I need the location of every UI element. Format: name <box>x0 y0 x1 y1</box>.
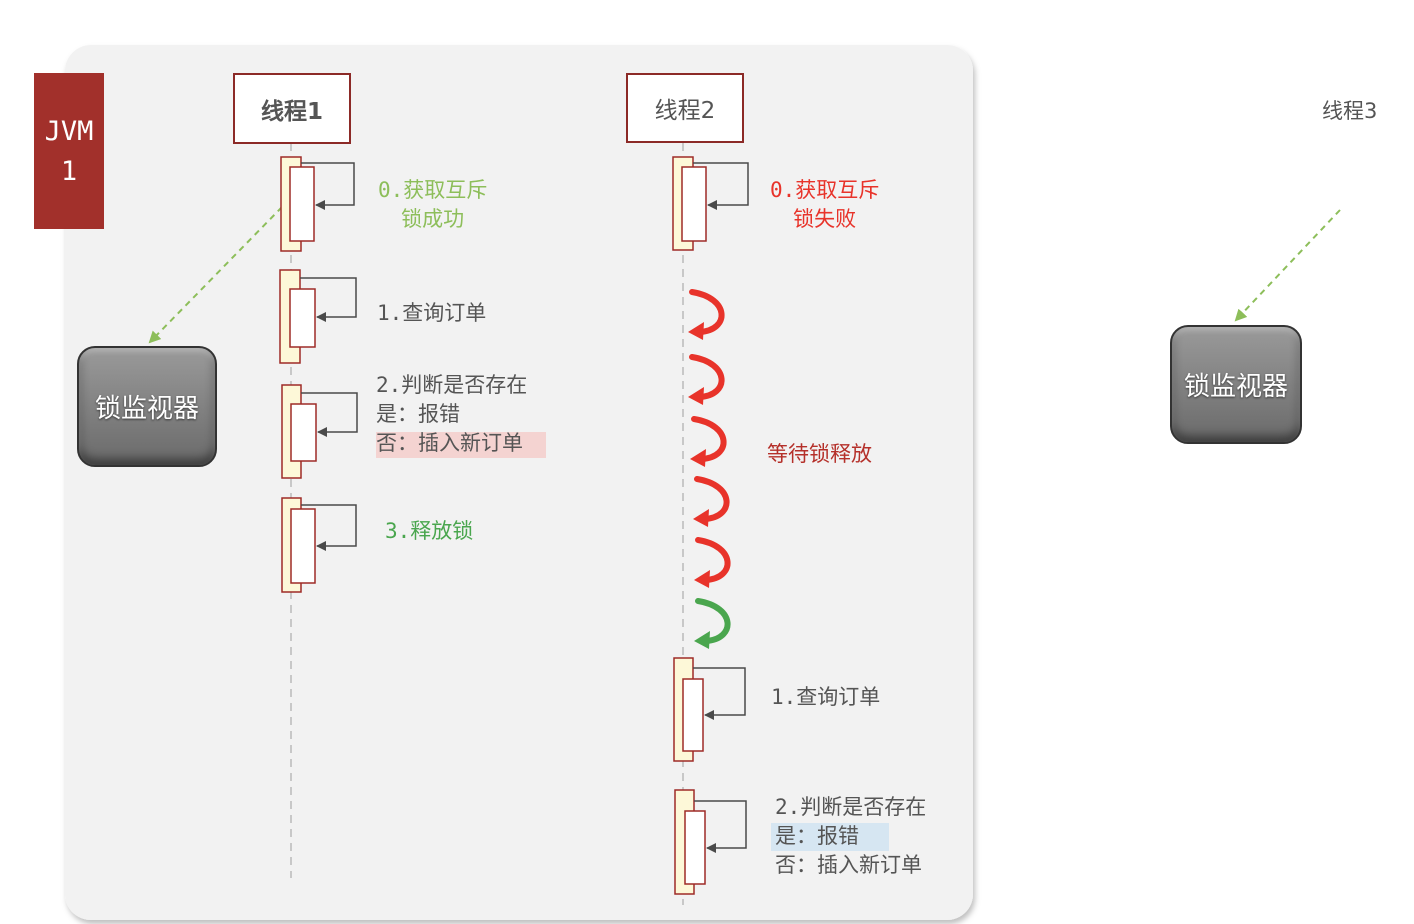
t1-judge-line3: 否：插入新订单 <box>376 431 523 455</box>
t1-judge-label: 2.判断是否存在 是：报错 否：插入新订单 <box>376 371 527 458</box>
t1-acquire-line2: 锁成功 <box>401 207 465 231</box>
spin-arrow-success <box>694 598 731 649</box>
t1-release-label: 3.释放锁 <box>385 519 474 543</box>
lock-monitor-left: 锁监视器 <box>77 346 217 467</box>
t1-query-label: 1.查询订单 <box>377 301 487 325</box>
thread1-title: 线程1 <box>260 98 323 125</box>
t2-activation-judge <box>674 789 747 895</box>
lock-monitor-right-label: 锁监视器 <box>1183 372 1288 402</box>
t2-acquire-label: 0.获取互斥 锁失败 <box>770 176 879 234</box>
t2-judge-label: 2.判断是否存在 是：报错 否：插入新订单 <box>775 793 926 880</box>
t1-activation-acquire <box>280 156 355 252</box>
thread2-title: 线程2 <box>654 98 716 124</box>
t2-activation-acquire <box>672 156 749 251</box>
t1-acquire-label: 0.获取互斥 锁成功 <box>378 176 487 234</box>
thread1-header: 线程1 <box>233 73 351 144</box>
spin-arrow-3 <box>690 416 727 467</box>
t2-judge-line1: 2.判断是否存在 <box>775 795 927 819</box>
t2-activation-query <box>673 657 746 762</box>
t2-acquire-line1: 0.获取互斥 <box>770 178 880 202</box>
lock-monitor-right: 锁监视器 <box>1170 325 1302 444</box>
t2-query-label: 1.查询订单 <box>771 685 881 709</box>
jvm-label-line2: 1 <box>60 156 78 187</box>
jvm-container <box>65 45 973 920</box>
t2-judge-line3: 否：插入新订单 <box>775 853 922 877</box>
spin-arrow-1 <box>688 289 725 340</box>
t1-judge-line1: 2.判断是否存在 <box>376 373 528 397</box>
highlight-insert-t1 <box>376 432 546 458</box>
spin-arrow-5 <box>694 537 731 588</box>
t1-activation-query <box>279 269 357 364</box>
t2-wait-label: 等待锁释放 <box>767 442 872 466</box>
t1-activation-judge <box>281 384 358 479</box>
spin-arrow-2 <box>688 354 725 405</box>
t1-activation-release <box>281 497 357 593</box>
t2-judge-line2: 是：报错 <box>775 824 859 848</box>
highlight-error-t2 <box>771 823 889 851</box>
t2-acquire-line2: 锁失败 <box>793 207 857 231</box>
t1-judge-line2: 是：报错 <box>376 402 460 426</box>
thread3-to-monitor-arrow <box>1234 209 1341 322</box>
t1-acquire-line1: 0.获取互斥 <box>378 178 488 202</box>
thread1-to-monitor-arrow <box>148 206 283 344</box>
thread2-header: 线程2 <box>626 73 744 143</box>
jvm-label-line1: JVM <box>44 116 94 147</box>
spin-arrow-4 <box>693 476 730 527</box>
thread3-label: 线程3 <box>1322 99 1378 123</box>
jvm-label-text: JVM 1 <box>34 112 104 192</box>
lock-monitor-left-label: 锁监视器 <box>94 394 199 424</box>
jvm-label <box>34 73 104 229</box>
